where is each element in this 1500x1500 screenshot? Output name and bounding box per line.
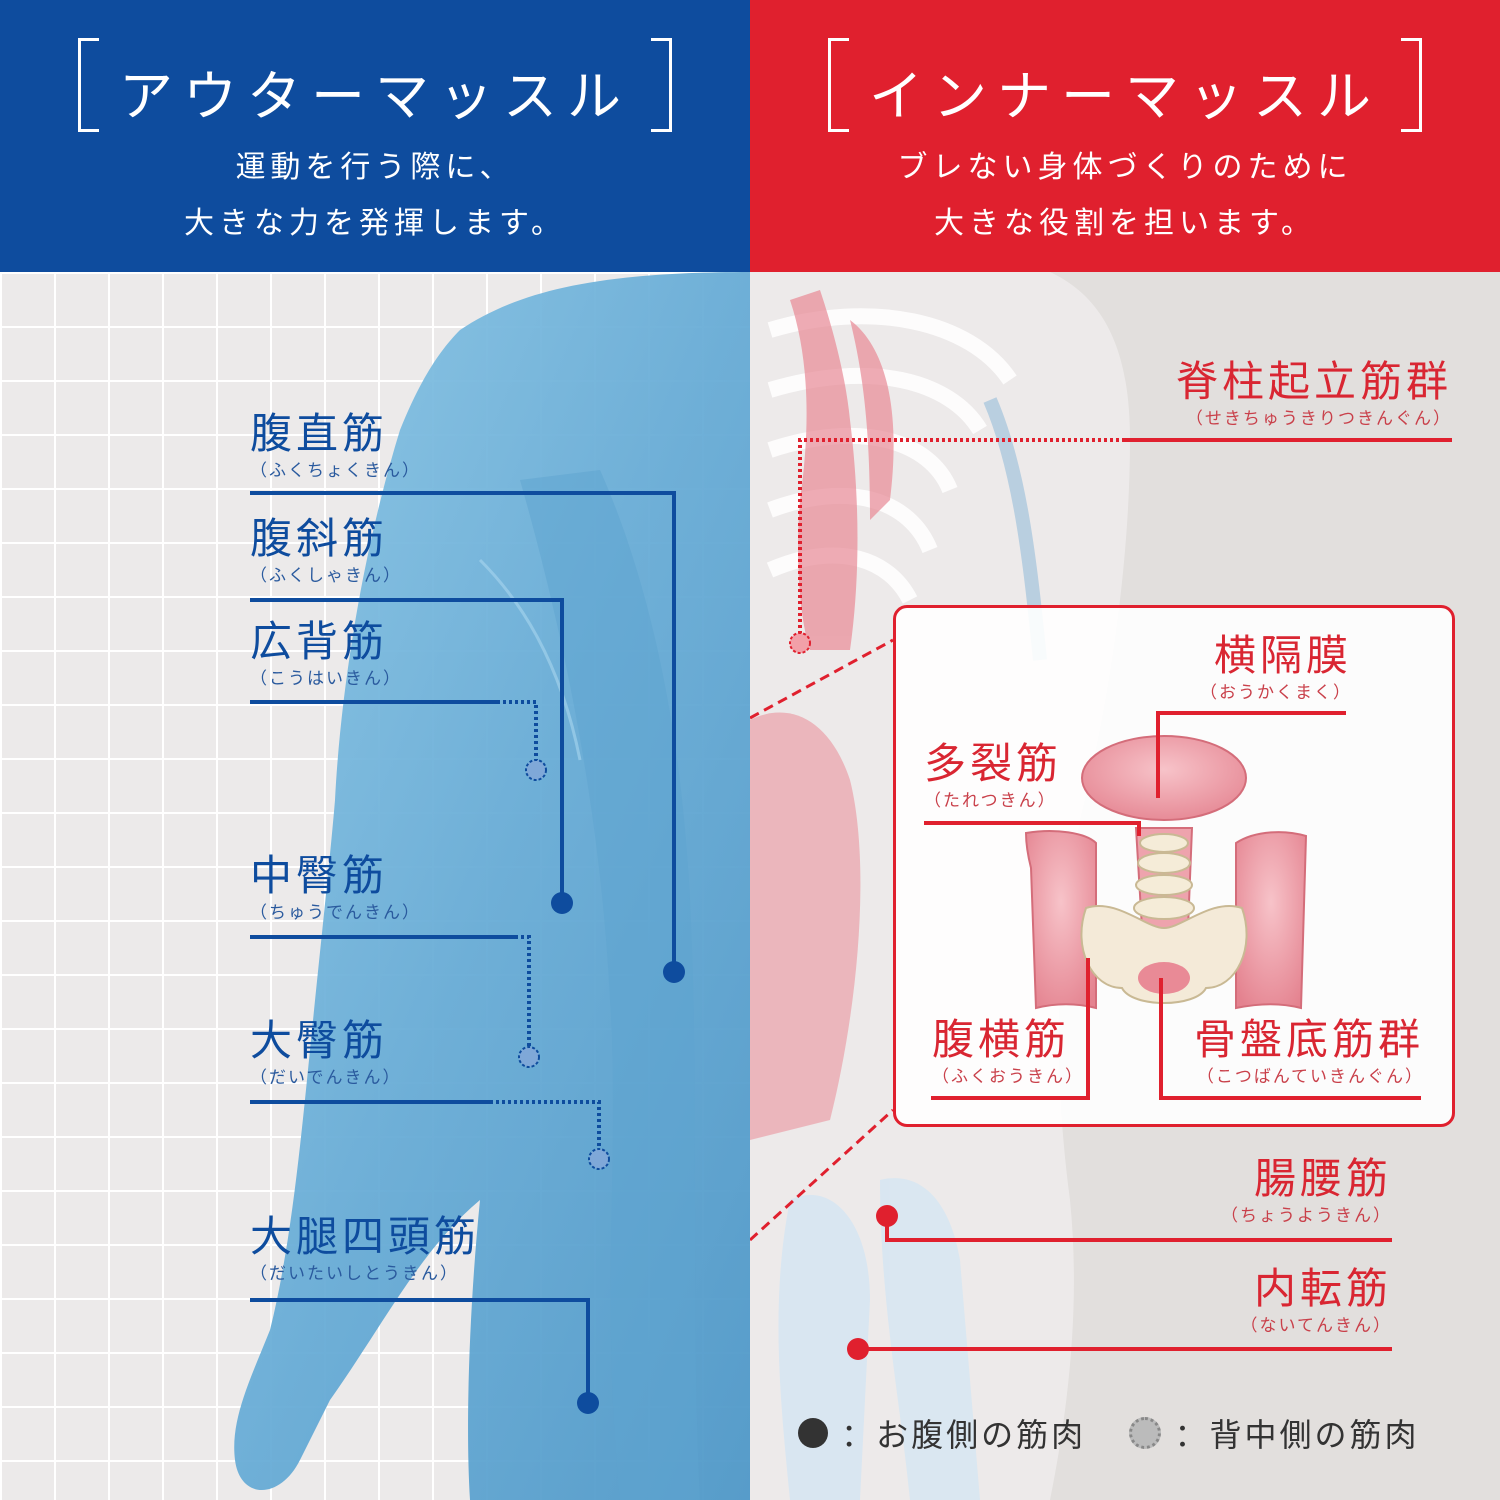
marker-erector-spinae [789,632,811,654]
leader-quadriceps [250,1298,590,1403]
legend-back-label: ：背中側の筋肉 [1174,1416,1420,1454]
label-diaphragm: 横隔膜 （おうかくまく） [1200,632,1352,706]
muscle-reading: （ふくちょくきん） [250,461,421,481]
label-adductors: 内転筋 （ないてんきん） [1241,1265,1393,1339]
label-rectus-abdominis: 腹直筋 （ふくちょくきん） [250,410,421,484]
core-illustration [924,711,1421,1100]
muscle-name: 横隔膜 [1213,631,1352,680]
marker-quadriceps [577,1392,599,1414]
label-gluteus-medius: 中臀筋 （ちゅうでんきん） [250,852,421,926]
muscle-reading: （こうはいきん） [250,669,402,689]
inset-pointer-top [750,638,894,720]
bracket-right [651,38,672,132]
label-erector-spinae: 脊柱起立筋群 （せきちゅうきりつきんぐん） [1176,358,1452,432]
outer-subtitle: 運動を行う際に、 大きな力を発揮します。 [0,140,750,252]
muscle-reading: （ふくしゃきん） [250,566,402,586]
inner-subtitle-line1: ブレない身体づくりのために [897,150,1353,185]
outer-subtitle-line1: 運動を行う際に、 [235,150,515,185]
marker-gluteus-maximus [588,1148,610,1170]
pelvic-floor-shape [1138,962,1190,994]
muscle-name: 大臀筋 [250,1016,389,1065]
muscle-name: 脊柱起立筋群 [1175,357,1452,406]
inner-header: インナーマッスル ブレない身体づくりのために 大きな役割を担います。 [750,0,1500,272]
leader-erector-spinae-dotted [798,438,1122,640]
bracket-right [1401,38,1422,132]
label-multifidus: 多裂筋 （たれつきん） [924,740,1062,814]
core-muscle-inset: 横隔膜 （おうかくまく） 多裂筋 （たれつきん） 腹横筋 （ふくおうきん） 骨盤… [893,605,1455,1127]
leader-obliques [250,598,564,903]
muscle-reading: （ちょうようきん） [1221,1206,1392,1226]
muscle-reading: （おうかくまく） [1200,683,1352,703]
outer-body-illustration [234,272,750,1500]
label-gluteus-maximus: 大臀筋 （だいでんきん） [250,1017,402,1091]
inner-subtitle-line2: 大きな役割を担います。 [934,206,1316,241]
outer-subtitle-line2: 大きな力を発揮します。 [184,206,566,241]
leader-gluteus-medius-dotted [515,935,531,1057]
muscle-name: 内転筋 [1253,1264,1392,1313]
inner-muscle-panel: インナーマッスル ブレない身体づくりのために 大きな役割を担います。 脊柱起立筋… [750,0,1500,1500]
inner-subtitle: ブレない身体づくりのために 大きな役割を担います。 [750,140,1500,252]
muscle-reading: （だいでんきん） [250,1068,402,1088]
muscle-reading: （たれつきん） [924,791,1057,811]
inner-leader-lines [789,438,1452,1360]
leader-rectus-abdominis [250,491,676,972]
outer-muscle-panel: アウターマッスル 運動を行う際に、 大きな力を発揮します。 腹直筋 （ふくちょく… [0,0,750,1500]
muscle-reading: （ちゅうでんきん） [250,903,421,923]
bracket-left [78,38,99,132]
label-quadriceps: 大腿四頭筋 （だいたいしとうきん） [250,1213,480,1287]
hip-muscle [750,712,861,1140]
back-marker-icon [1129,1417,1162,1449]
muscle-name: 腹直筋 [250,409,389,458]
marker-iliopsoas [876,1205,898,1227]
back-muscle [790,290,894,650]
diaphragm-shape [1081,735,1247,821]
legend-front-label: ：お腹側の筋肉 [841,1416,1087,1454]
muscle-reading: （ふくおうきん） [932,1067,1084,1087]
muscle-name: 腸腰筋 [1253,1154,1392,1203]
muscle-reading: （だいたいしとうきん） [250,1264,459,1284]
bracket-left [828,38,849,132]
muscle-name: 広背筋 [250,617,389,666]
inner-title: インナーマッスル [869,65,1381,128]
outer-title: アウターマッスル [119,65,631,128]
muscle-reading: （せきちゅうきりつきんぐん） [1185,409,1452,429]
marker-latissimus [525,759,547,781]
muscle-name: 骨盤底筋群 [1193,1015,1424,1064]
label-obliques: 腹斜筋 （ふくしゃきん） [250,515,402,589]
transversus-left [1024,830,1097,1010]
muscle-reading: （こつばんていきんぐん） [1196,1067,1424,1087]
transversus-right [1235,831,1308,1010]
outer-header: アウターマッスル 運動を行う際に、 大きな力を発揮します。 [0,0,750,272]
muscle-name: 腹横筋 [932,1015,1071,1064]
marker-rectus-abdominis [663,961,685,983]
label-latissimus: 広背筋 （こうはいきん） [250,618,402,692]
marker-obliques [551,892,573,914]
outer-leader-lines [250,491,685,1414]
leader-transversus [931,958,1090,1100]
label-transversus: 腹横筋 （ふくおうきん） [932,1016,1084,1090]
legend: ：お腹側の筋肉 ：背中側の筋肉 [798,1410,1420,1456]
muscle-reading: （ないてんきん） [1240,1316,1392,1336]
label-iliopsoas: 腸腰筋 （ちょうようきん） [1221,1155,1392,1229]
leader-diaphragm [1156,711,1346,798]
spine-vertebrae [1133,833,1195,920]
leader-latissimus-dotted [497,700,538,770]
leader-pelvic-floor [1159,978,1421,1100]
marker-gluteus-medius [518,1046,540,1068]
label-pelvic-floor: 骨盤底筋群 （こつばんていきんぐん） [1194,1016,1424,1090]
leader-multifidus [924,821,1141,836]
muscle-name: 腹斜筋 [250,514,389,563]
muscle-name: 多裂筋 [924,739,1063,788]
pelvis-shape [1080,905,1248,1004]
inset-pointer-bottom [750,1108,895,1242]
leader-gluteus-maximus-dotted [490,1100,601,1159]
front-marker-icon [798,1418,828,1448]
marker-adductors [847,1338,869,1360]
muscle-name: 中臀筋 [250,851,389,900]
muscle-name: 大腿四頭筋 [250,1212,481,1261]
